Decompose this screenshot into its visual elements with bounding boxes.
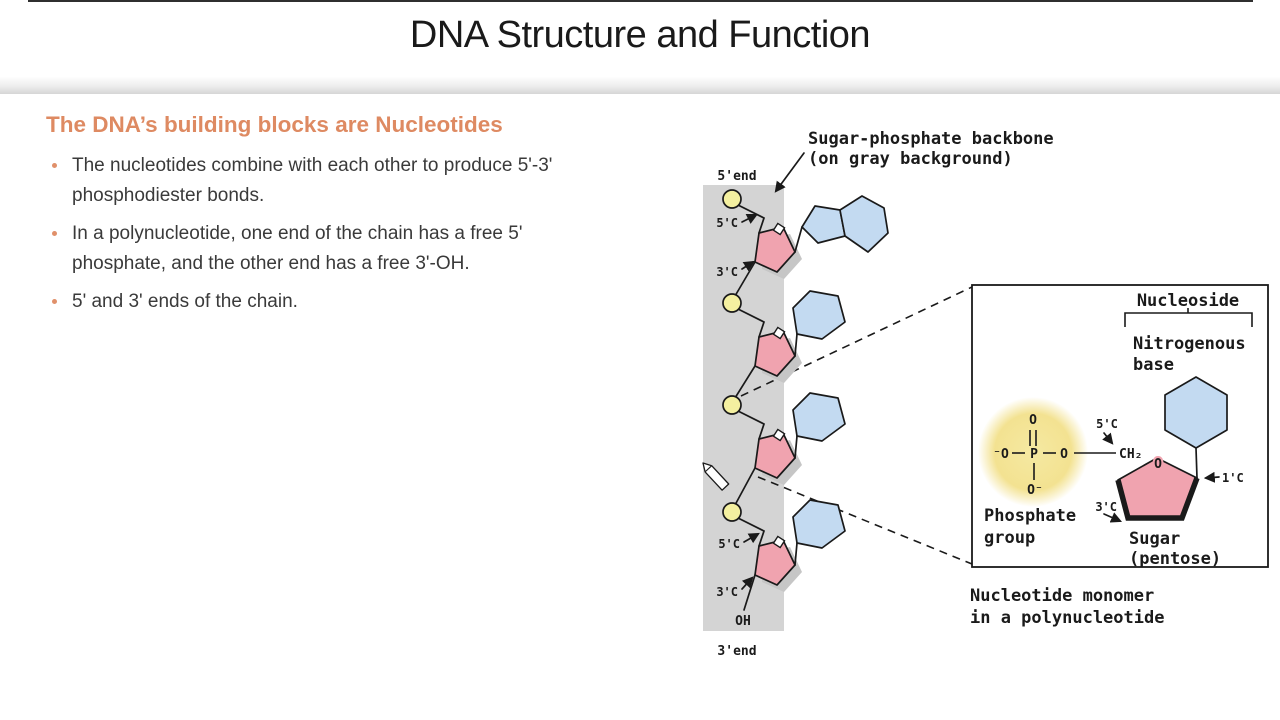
label-arrow bbox=[1102, 432, 1114, 445]
ring-oxygen-marker bbox=[772, 428, 786, 442]
bullet-item: In a polynucleotide, one end of the chai… bbox=[46, 219, 606, 279]
bullet-item: 5' and 3' ends of the chain. bbox=[46, 287, 606, 317]
purine-base-pentagon bbox=[801, 205, 846, 244]
nucleoside-bracket bbox=[1124, 308, 1253, 327]
inset-caption-line1: Nucleotide monomer bbox=[970, 586, 1154, 606]
phosphorus: P bbox=[1030, 447, 1038, 462]
bullet-list: The nucleotides combine with each other … bbox=[46, 151, 606, 325]
three-prime-carbon-label: 3'C bbox=[1095, 500, 1117, 514]
glycosidic-bond bbox=[794, 435, 798, 459]
pen-cursor-icon bbox=[702, 462, 730, 491]
three-prime-carbon-label: 3'C bbox=[716, 265, 738, 279]
three-prime-carbon-label: 3'C bbox=[716, 585, 738, 599]
three-prime-end-label: 3'end bbox=[717, 644, 756, 659]
phosphate-sugar-bond bbox=[737, 308, 766, 338]
phosphodiester-bond bbox=[734, 365, 756, 399]
phosphate-circle bbox=[722, 293, 742, 313]
glycosidic-bond bbox=[794, 333, 798, 357]
page-title: DNA Structure and Function bbox=[409, 14, 871, 56]
ring-oxygen-marker bbox=[772, 535, 786, 549]
nitrogenous-base-label-line2: base bbox=[1133, 355, 1174, 375]
backbone-label-arrow bbox=[774, 152, 805, 193]
bullet-item: The nucleotides combine with each other … bbox=[46, 151, 606, 211]
phosphate-sugar-bond bbox=[737, 517, 766, 547]
backbone-label-line1: Sugar-phosphate backbone bbox=[808, 129, 1054, 149]
label-arrow bbox=[741, 214, 758, 224]
pyrimidine-base-hexagon bbox=[792, 392, 846, 442]
oxygen-top: O bbox=[1029, 413, 1037, 428]
glycosidic-bond bbox=[794, 542, 798, 566]
header-divider-band bbox=[0, 77, 1280, 94]
inset-caption-line2: in a polynucleotide bbox=[970, 608, 1164, 628]
bullet-dot-icon bbox=[52, 299, 57, 304]
pyrimidine-base-hexagon bbox=[792, 499, 846, 549]
oxygen-left: ⁻O bbox=[993, 447, 1009, 462]
phosphate-group-label-line2: group bbox=[984, 528, 1035, 548]
backbone-label-line2: (on gray background) bbox=[808, 149, 1013, 169]
ring-oxygen-label: O bbox=[1154, 457, 1162, 472]
five-prime-carbon-label: 5'C bbox=[716, 216, 738, 230]
nucleotide-unit-4 bbox=[722, 499, 846, 592]
inset-glycosidic-bond bbox=[1195, 447, 1198, 479]
nucleotide-unit-2 bbox=[722, 290, 846, 383]
phosphate-sugar-bond bbox=[737, 204, 766, 234]
one-prime-carbon-label: 1'C bbox=[1222, 471, 1244, 485]
phosphodiester-bond bbox=[734, 467, 756, 506]
ring-oxygen-marker bbox=[772, 326, 786, 340]
ch2-label: CH₂ bbox=[1119, 447, 1142, 462]
sugar-label-line2: (pentose) bbox=[1129, 549, 1221, 569]
nucleoside-label: Nucleoside bbox=[1137, 291, 1239, 311]
phosphate-circle bbox=[722, 189, 742, 209]
five-prime-carbon-label: 5'C bbox=[718, 537, 740, 551]
bullet-text: 5' and 3' ends of the chain. bbox=[72, 291, 298, 312]
section-heading: The DNA’s building blocks are Nucleotide… bbox=[46, 112, 503, 137]
nucleotide-unit-3 bbox=[722, 392, 846, 485]
bullet-dot-icon bbox=[52, 231, 57, 236]
label-arrow bbox=[741, 260, 755, 272]
label-arrow bbox=[1203, 471, 1220, 483]
bullet-dot-icon bbox=[52, 163, 57, 168]
nitrogenous-base-label-line1: Nitrogenous bbox=[1133, 334, 1246, 354]
sugar-label-line1: Sugar bbox=[1129, 529, 1180, 549]
phosphate-circle bbox=[722, 395, 742, 415]
phosphate-glow bbox=[978, 397, 1088, 507]
phosphate-sugar-bond bbox=[737, 410, 766, 440]
oxygen-right: O bbox=[1060, 447, 1068, 462]
ring-oxygen-marker bbox=[772, 222, 786, 236]
label-arrow bbox=[743, 532, 760, 544]
pyrimidine-base-hexagon bbox=[792, 290, 846, 340]
free-oh-label: OH bbox=[735, 614, 751, 629]
phosphate-circle bbox=[722, 502, 742, 522]
nucleotide-unit-1 bbox=[722, 189, 889, 279]
purine-base-hexagon bbox=[839, 195, 889, 253]
bullet-text: The nucleotides combine with each other … bbox=[72, 155, 553, 206]
glycosidic-bond bbox=[794, 226, 803, 253]
label-arrow bbox=[741, 576, 754, 590]
inset-sugar-thick-edge bbox=[1115, 477, 1200, 521]
oxygen-bottom: O⁻ bbox=[1027, 483, 1043, 498]
five-prime-carbon-label: 5'C bbox=[1096, 417, 1118, 431]
label-arrow bbox=[1103, 512, 1123, 523]
five-prime-end-label: 5'end bbox=[717, 169, 756, 184]
inset-callout-line-lower bbox=[757, 476, 973, 565]
phosphate-group-label-line1: Phosphate bbox=[984, 506, 1076, 526]
bullet-text: In a polynucleotide, one end of the chai… bbox=[72, 223, 523, 274]
slide-top-border bbox=[28, 0, 1253, 2]
